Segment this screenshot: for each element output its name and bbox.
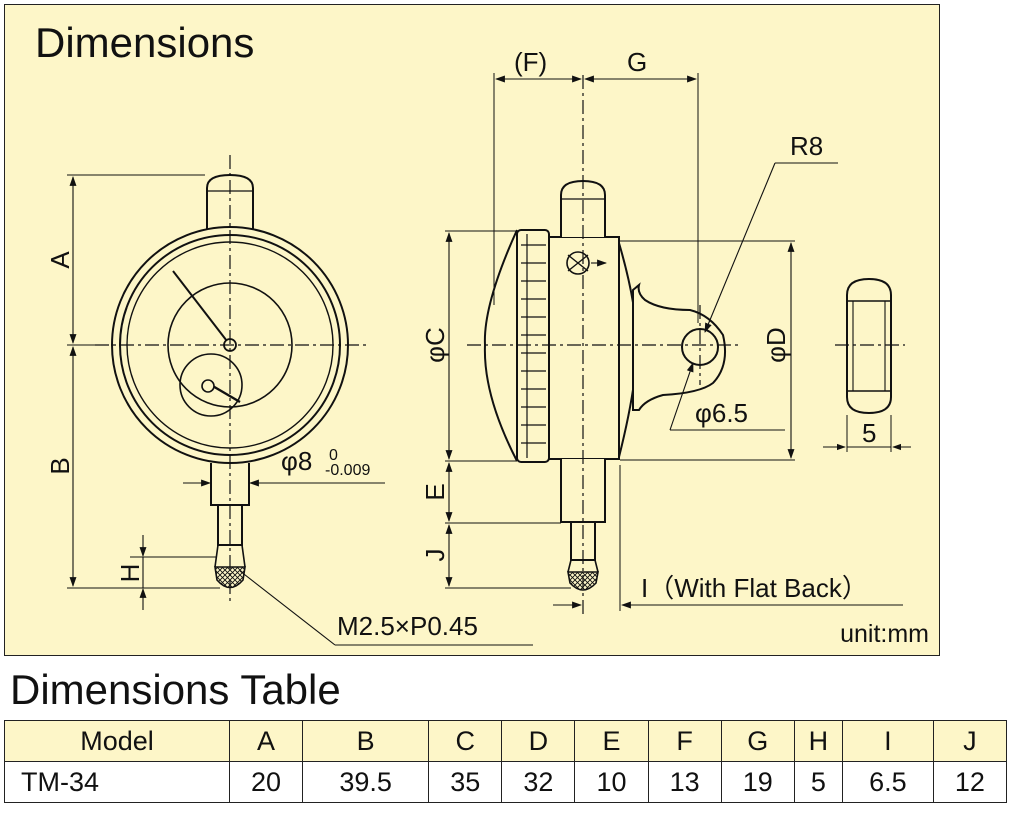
header-H: H	[793, 720, 844, 762]
label-5: 5	[862, 418, 876, 448]
back-view	[823, 277, 911, 452]
header-B: B	[302, 720, 430, 762]
header-F: F	[647, 720, 722, 762]
label-tolerance-upper: 0	[329, 447, 338, 464]
label-H: H	[115, 564, 145, 583]
label-I-flat-back: I（With Flat Back）	[641, 573, 868, 603]
cell-F: 13	[647, 761, 722, 803]
header-model: Model	[4, 720, 230, 762]
label-phi6-5: φ6.5	[695, 398, 748, 428]
dimension-drawing: A B H φ8 0 -0.009 M2.5×P0.45 (F) G R8 φC…	[45, 47, 911, 646]
header-D: D	[501, 720, 576, 762]
label-tolerance-lower: -0.009	[325, 462, 370, 479]
cell-E: 10	[574, 761, 649, 803]
front-view	[67, 155, 533, 646]
label-E: E	[420, 483, 450, 500]
header-A: A	[228, 720, 304, 762]
cell-G: 19	[720, 761, 795, 803]
cell-B: 39.5	[302, 761, 430, 803]
dimensions-table: Model A B C D E F G H I J TM-34 20 39.5 …	[4, 720, 1008, 803]
header-C: C	[428, 720, 503, 762]
label-phiD: φD	[761, 327, 791, 363]
side-view	[445, 73, 903, 615]
cell-J: 12	[932, 761, 1008, 803]
label-B: B	[45, 457, 75, 474]
table-header-row: Model A B C D E F G H I J	[4, 720, 1008, 762]
label-J: J	[420, 549, 450, 562]
label-phiC: φC	[420, 327, 450, 363]
label-thread: M2.5×P0.45	[337, 611, 478, 641]
header-E: E	[574, 720, 649, 762]
section-title: Dimensions	[35, 19, 255, 66]
dimensions-panel: A B H φ8 0 -0.009 M2.5×P0.45 (F) G R8 φC…	[4, 4, 940, 656]
label-phi8: φ8	[281, 446, 312, 476]
header-J: J	[932, 720, 1008, 762]
cell-A: 20	[228, 761, 304, 803]
label-A: A	[45, 251, 75, 269]
label-G: G	[627, 47, 647, 77]
label-F: (F)	[514, 47, 547, 77]
header-G: G	[720, 720, 795, 762]
table-title: Dimensions Table	[10, 666, 341, 713]
header-I: I	[842, 720, 934, 762]
unit-label: unit:mm	[840, 620, 929, 648]
cell-model: TM-34	[4, 761, 230, 803]
table-row: TM-34 20 39.5 35 32 10 13 19 5 6.5 12	[4, 761, 1008, 803]
cell-C: 35	[428, 761, 503, 803]
cell-D: 32	[501, 761, 576, 803]
cell-H: 5	[793, 761, 844, 803]
cell-I: 6.5	[842, 761, 934, 803]
dimension-labels: A B H φ8 0 -0.009 M2.5×P0.45 (F) G R8 φC…	[45, 47, 876, 641]
label-R8: R8	[790, 131, 823, 161]
